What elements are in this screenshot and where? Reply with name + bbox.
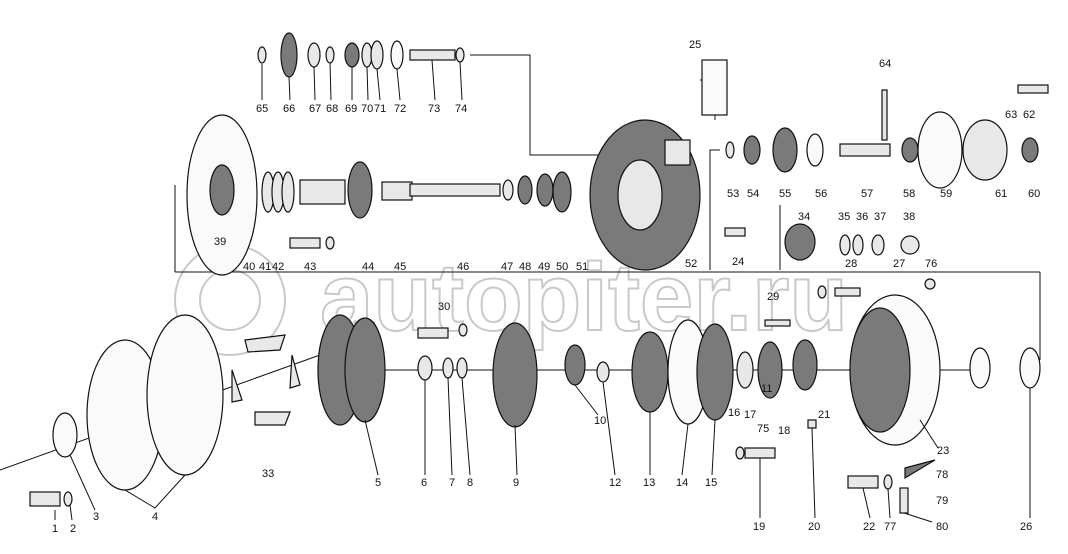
callout-7: 7 (449, 477, 455, 489)
callout-4: 4 (152, 511, 158, 523)
callout-41: 41 (259, 261, 271, 273)
callout-57: 57 (861, 188, 873, 200)
main-shaft-parts (186, 114, 572, 276)
callout-46: 46 (457, 261, 469, 273)
upper-shaft-parts (257, 32, 465, 78)
callout-65: 65 (256, 103, 268, 115)
watermark: autopiter.ru (174, 243, 849, 356)
callout-80: 80 (936, 521, 948, 533)
callout-18: 18 (778, 425, 790, 437)
callout-24: 24 (732, 256, 744, 268)
callout-37: 37 (874, 211, 886, 223)
callout-6: 6 (421, 477, 427, 489)
callout-40: 40 (243, 261, 255, 273)
callout-54: 54 (747, 188, 759, 200)
callout-23: 23 (937, 445, 949, 457)
callout-43: 43 (304, 261, 316, 273)
callout-78: 78 (936, 469, 948, 481)
callout-79: 79 (936, 495, 948, 507)
callout-64: 64 (879, 58, 891, 70)
callout-1: 1 (52, 523, 58, 535)
callout-39: 39 (214, 236, 226, 248)
callout-20: 20 (808, 521, 820, 533)
callout-26: 26 (1020, 521, 1032, 533)
callout-49: 49 (538, 261, 550, 273)
gearbox-housing (589, 59, 728, 271)
callout-72: 72 (394, 103, 406, 115)
callout-14: 14 (676, 477, 688, 489)
callout-56: 56 (815, 188, 827, 200)
callout-17: 17 (744, 409, 756, 421)
callout-71: 71 (374, 103, 386, 115)
callout-25: 25 (689, 39, 701, 51)
callout-34: 34 (798, 211, 810, 223)
callout-22: 22 (863, 521, 875, 533)
lower-row-parts (29, 294, 1041, 514)
callout-29: 29 (767, 291, 779, 303)
callout-36: 36 (856, 211, 868, 223)
callout-47: 47 (501, 261, 513, 273)
callout-30: 30 (438, 301, 450, 313)
pto-parts (724, 84, 1049, 327)
callout-45: 45 (394, 261, 406, 273)
callout-60: 60 (1028, 188, 1040, 200)
callout-42: 42 (272, 261, 284, 273)
callout-8: 8 (467, 477, 473, 489)
callout-28: 28 (845, 258, 857, 270)
callout-11: 11 (761, 383, 772, 395)
callout-19: 19 (753, 521, 765, 533)
callout-27: 27 (893, 258, 905, 270)
callout-21: 21 (818, 409, 830, 421)
callout-76: 76 (925, 258, 937, 270)
callout-55: 55 (779, 188, 791, 200)
callout-73: 73 (428, 103, 440, 115)
callout-63: 63 (1005, 109, 1017, 121)
callout-52: 52 (685, 258, 697, 270)
callout-75: 75 (757, 423, 769, 435)
callout-35: 35 (838, 211, 850, 223)
callout-16: 16 (728, 407, 740, 419)
callout-9: 9 (513, 477, 519, 489)
callout-44: 44 (362, 261, 374, 273)
leader-lines (54, 59, 1031, 523)
callout-67: 67 (309, 103, 321, 115)
callout-74: 74 (455, 103, 467, 115)
callout-68: 68 (326, 103, 338, 115)
callout-62: 62 (1023, 109, 1035, 121)
callout-10: 10 (594, 415, 606, 427)
callout-15: 15 (705, 477, 717, 489)
callout-59: 59 (940, 188, 952, 200)
callout-38: 38 (903, 211, 915, 223)
callout-12: 12 (609, 477, 621, 489)
callout-77: 77 (884, 521, 896, 533)
callout-labels: 1 2 3 4 5 6 7 8 9 10 11 12 13 14 15 16 1… (52, 39, 1040, 535)
callout-61: 61 (995, 188, 1007, 200)
callout-53: 53 (727, 188, 739, 200)
watermark-text: autopiter.ru (320, 244, 848, 351)
callout-2: 2 (70, 523, 76, 535)
callout-51: 51 (576, 261, 588, 273)
callout-33: 33 (262, 468, 274, 480)
callout-13: 13 (643, 477, 655, 489)
callout-50: 50 (556, 261, 568, 273)
callout-5: 5 (375, 477, 381, 489)
callout-48: 48 (519, 261, 531, 273)
callout-58: 58 (903, 188, 915, 200)
callout-66: 66 (283, 103, 295, 115)
callout-69: 69 (345, 103, 357, 115)
callout-70: 70 (361, 103, 373, 115)
callout-3: 3 (93, 511, 99, 523)
